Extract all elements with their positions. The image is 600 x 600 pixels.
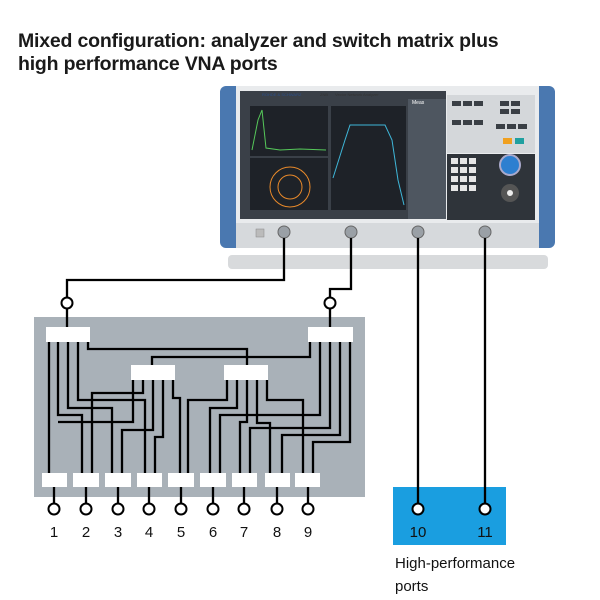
port-block-3 — [105, 473, 131, 487]
analyzer-port-1 — [277, 225, 291, 239]
wiring — [47, 238, 487, 503]
switch-mid-right — [224, 365, 268, 380]
high-performance-ports-label: High-performance ports — [395, 552, 515, 598]
hp-label-line-2: ports — [395, 578, 429, 595]
port-block-2 — [73, 473, 99, 487]
port-block-1 — [42, 473, 67, 487]
port-label-7: 7 — [240, 524, 248, 541]
port-connector-7 — [237, 502, 251, 516]
vector-network-analyzer: Meas ROHDE & SCHWARZ ZNB Vector Network … — [220, 86, 555, 269]
rotary-knob — [499, 154, 521, 176]
port-connector-11 — [478, 502, 492, 516]
diagram-title: Mixed configuration: analyzer and switch… — [18, 30, 499, 76]
port-block-8 — [265, 473, 290, 487]
model-label: ZNB — [320, 92, 328, 97]
analyzer-port-2 — [344, 225, 358, 239]
description-label: Vector Network Analyzer — [335, 92, 379, 97]
title-line-2: high performance VNA ports — [18, 53, 278, 75]
port-block-4 — [137, 473, 162, 487]
port-block-7 — [232, 473, 257, 487]
port-connector-1 — [47, 502, 61, 516]
port-label-5: 5 — [177, 524, 185, 541]
port-connector-2 — [79, 502, 93, 516]
port-block-6 — [200, 473, 226, 487]
title-line-1: Mixed configuration: analyzer and switch… — [18, 30, 499, 52]
matrix-input-connector-2 — [323, 296, 337, 310]
port-label-2: 2 — [82, 524, 90, 541]
high-performance-ports-box — [393, 487, 506, 545]
port-connector-4 — [142, 502, 156, 516]
port-label-9: 9 — [304, 524, 312, 541]
switch-mid-left — [131, 365, 175, 380]
port-label-4: 4 — [145, 524, 153, 541]
port-connector-3 — [111, 502, 125, 516]
port-connector-5 — [174, 502, 188, 516]
port-label-10: 10 — [410, 524, 427, 541]
port-block-9 — [295, 473, 320, 487]
port-label-6: 6 — [209, 524, 217, 541]
switch-top-right — [308, 327, 353, 342]
switch-top-left — [46, 327, 90, 342]
hp-label-line-1: High-performance — [395, 555, 516, 572]
port-connector-6 — [206, 502, 220, 516]
port-block-5 — [168, 473, 194, 487]
port-label-11: 11 — [477, 524, 493, 541]
port-connector-8 — [270, 502, 284, 516]
screen-menu-label: Meas — [412, 100, 425, 106]
port-connector-10 — [411, 502, 425, 516]
port-connector-9 — [301, 502, 315, 516]
analyzer-port-4 — [478, 225, 492, 239]
port-label-3: 3 — [114, 524, 122, 541]
analyzer-port-3 — [411, 225, 425, 239]
power-button — [255, 228, 265, 238]
matrix-input-connector-1 — [60, 296, 74, 310]
port-label-1: 1 — [50, 524, 58, 541]
brand-label: ROHDE & SCHWARZ — [262, 92, 302, 97]
port-label-8: 8 — [273, 524, 281, 541]
